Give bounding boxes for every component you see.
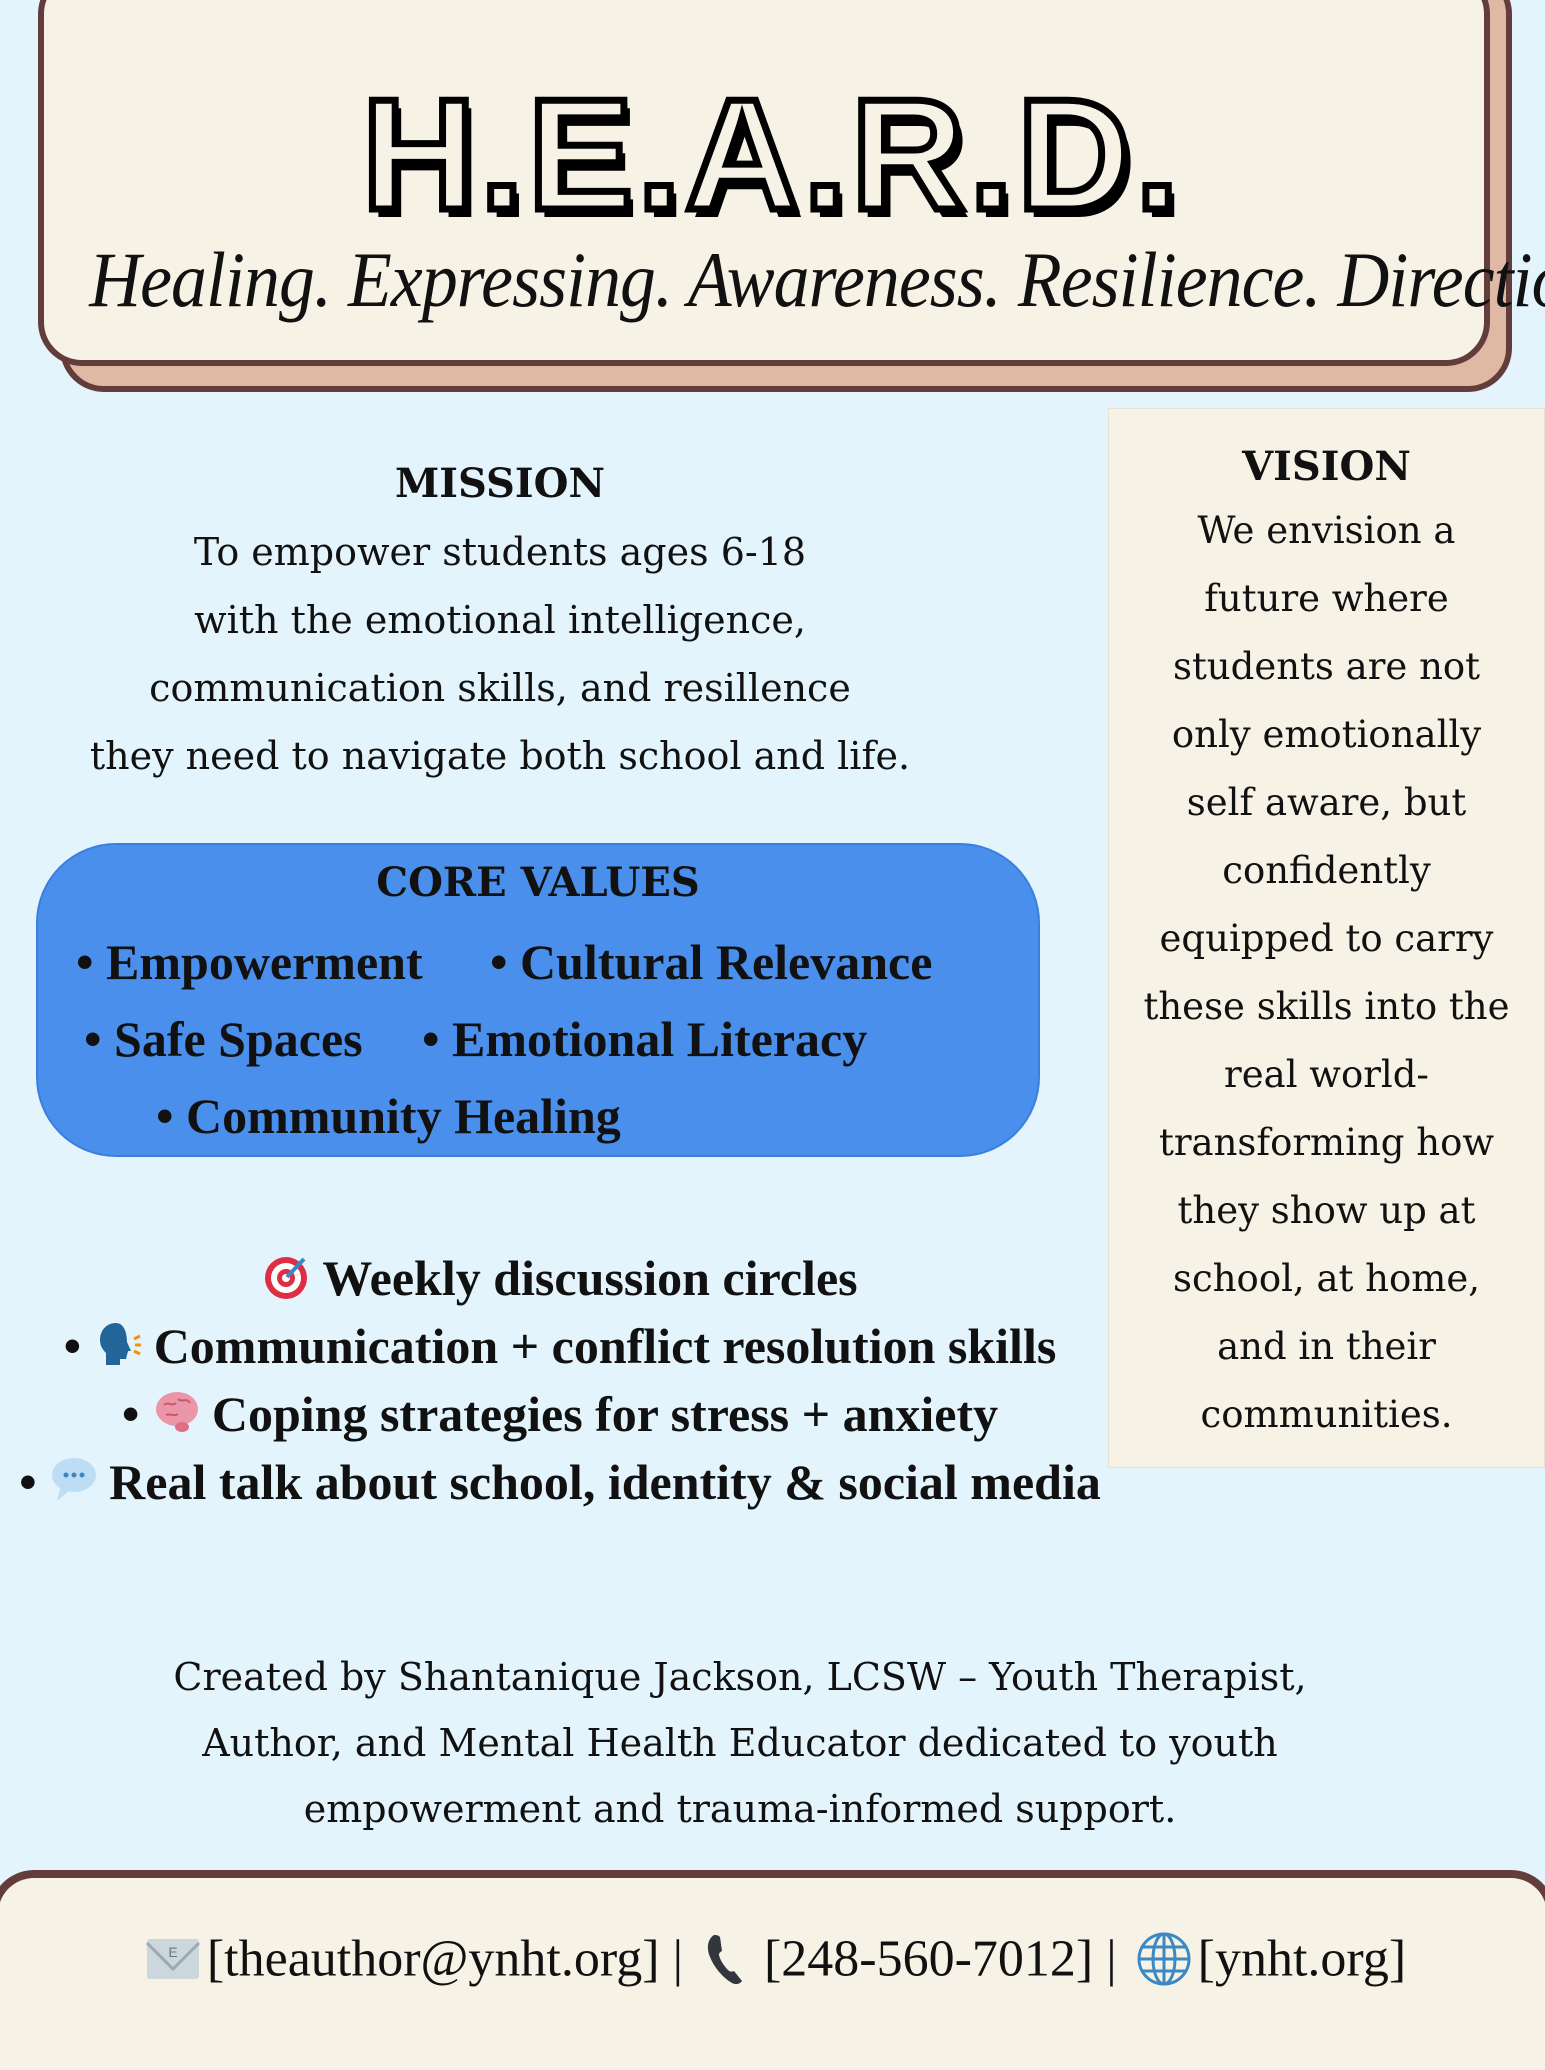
mission-section: MISSION To empower students ages 6-18 wi…	[20, 450, 980, 790]
website-link[interactable]: [ynht.org]	[1197, 1930, 1407, 1988]
credit-section: Created by Shantanique Jackson, LCSW – Y…	[0, 1644, 1480, 1842]
header-card	[38, 0, 1490, 366]
contact-info: E [theauthor@ynht.org] | [248-560-7012] |…	[0, 1925, 1545, 1989]
tagline: Healing. Expressing. Awareness. Resilien…	[89, 236, 1545, 323]
core-value-item: • Community Healing	[156, 1088, 621, 1144]
vision-line: real world-	[1224, 1053, 1429, 1096]
vision-line: We envision a	[1197, 509, 1456, 552]
mission-heading: MISSION	[395, 460, 605, 507]
vision-line: future where	[1204, 577, 1449, 620]
bullet: •	[19, 1454, 50, 1510]
activity-item: • Coping strategies for stress + anxiety	[0, 1380, 1120, 1448]
activity-item: Weekly discussion circles	[0, 1244, 1120, 1312]
bullet: •	[63, 1318, 94, 1374]
email-icon: E	[145, 1939, 200, 1980]
mission-line: To empower students ages 6-18	[193, 530, 807, 574]
activity-item: • Real talk about school, identity & soc…	[0, 1448, 1120, 1516]
vision-line: only emotionally	[1171, 713, 1482, 756]
vision-line: students are not	[1172, 645, 1481, 688]
speech-bubble-icon	[52, 1458, 97, 1501]
core-value-item: • Safe Spaces	[84, 1011, 363, 1067]
globe-icon	[1137, 1932, 1191, 1986]
vision-line: and in their	[1217, 1325, 1436, 1368]
vision-line: they show up at	[1177, 1189, 1476, 1232]
bullet: •	[121, 1386, 152, 1442]
core-values-heading: CORE VALUES	[376, 859, 700, 906]
vision-line: confidently	[1222, 849, 1431, 892]
core-value-item: • Cultural Relevance	[490, 934, 933, 990]
core-value-item: • Emotional Literacy	[422, 1011, 868, 1067]
credit-line: Author, and Mental Health Educator dedic…	[202, 1721, 1278, 1765]
mission-line: with the emotional intelligence,	[194, 598, 806, 642]
phone-link[interactable]: [248-560-7012]	[763, 1930, 1094, 1988]
credit-line: Created by Shantanique Jackson, LCSW – Y…	[173, 1655, 1307, 1699]
vision-line: self aware, but	[1186, 781, 1467, 824]
page-title: H.E.A.R.D.	[358, 67, 1184, 244]
vision-panel: VISION We envision a future where studen…	[1108, 408, 1545, 1468]
target-icon	[265, 1257, 308, 1299]
activity-text: Coping strategies for stress + anxiety	[211, 1386, 999, 1442]
vision-line: communities.	[1200, 1393, 1453, 1436]
vision-line: transforming how	[1158, 1121, 1495, 1164]
svg-text:E: E	[168, 1944, 177, 1960]
vision-heading: VISION	[1242, 443, 1411, 490]
speaking-head-icon	[99, 1323, 141, 1365]
core-value-item: • Empowerment	[76, 934, 423, 990]
email-link[interactable]: [theauthor@ynht.org]	[206, 1930, 660, 1988]
vision-line: school, at home,	[1173, 1257, 1480, 1300]
activity-text: Real talk about school, identity & socia…	[109, 1454, 1101, 1510]
core-values-box: CORE VALUES • Empowerment • Cultural Rel…	[36, 843, 1040, 1157]
mission-line: they need to navigate both school and li…	[89, 734, 911, 778]
vision-line: equipped to carry	[1159, 917, 1494, 960]
activity-item: • Communication + conflict resolution sk…	[0, 1312, 1120, 1380]
brain-icon	[155, 1392, 198, 1432]
phone-icon	[707, 1935, 742, 1985]
activity-text: Communication + conflict resolution skil…	[153, 1318, 1057, 1374]
mission-line: communication skills, and resillence	[149, 666, 851, 710]
separator: |	[672, 1930, 683, 1988]
vision-line: these skills into the	[1143, 985, 1510, 1028]
separator: |	[1106, 1930, 1117, 1988]
activity-text: Weekly discussion circles	[322, 1250, 858, 1306]
credit-line: empowerment and trauma-informed support.	[303, 1787, 1177, 1831]
